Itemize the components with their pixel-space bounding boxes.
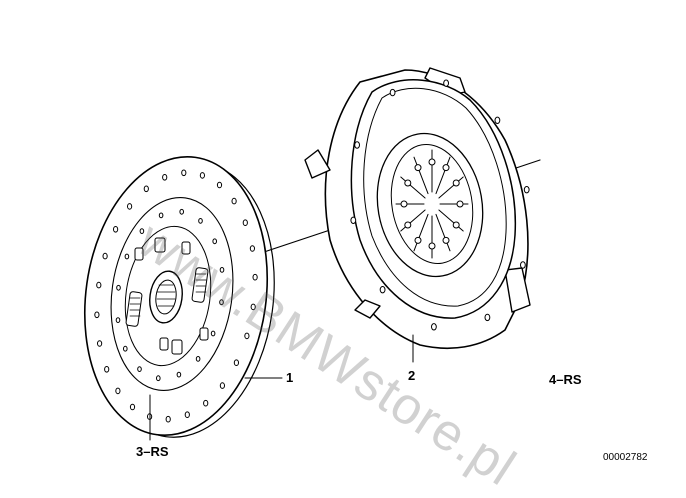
plate-hole <box>354 141 361 149</box>
pressure-plate <box>304 67 531 350</box>
disc-inner-rivet <box>219 299 224 306</box>
disc-inner-rivet <box>156 375 161 382</box>
disc-rivet <box>184 411 190 419</box>
finger-hole <box>414 236 422 244</box>
figure-code: 00002782 <box>603 452 648 463</box>
disc-rivet <box>115 387 121 395</box>
disc-inner-rivet <box>115 317 121 324</box>
finger-hole <box>442 164 450 172</box>
disc-rivet <box>96 281 102 289</box>
disc-inner-rivet <box>124 253 130 260</box>
plate-hole <box>523 186 530 194</box>
disc-rivet <box>203 399 209 407</box>
disc-inner-rivet <box>179 208 184 215</box>
plate-hole <box>350 216 357 225</box>
leader-lines <box>149 334 414 441</box>
clutch-drawing <box>83 67 541 441</box>
plate-hole <box>389 88 396 97</box>
finger-hole <box>428 158 436 166</box>
disc-rivet <box>216 181 223 189</box>
disc-rivet <box>252 273 258 281</box>
disc-rivet <box>129 403 136 411</box>
disc-inner-rivet <box>123 345 128 352</box>
plate-hole <box>379 286 386 294</box>
disc-rivet <box>249 245 255 252</box>
disc-inner-rivet <box>137 366 142 373</box>
plate-hole <box>494 116 501 125</box>
disc-rivet <box>242 219 248 226</box>
disc-rivet <box>233 359 239 367</box>
disc-inner-rivet <box>219 267 225 273</box>
callout-2: 2 <box>408 368 416 383</box>
finger-hole <box>452 221 460 229</box>
disc-inner-rivet <box>116 284 121 291</box>
finger-hole <box>404 221 412 229</box>
disc-rivet <box>250 303 256 311</box>
finger-hole <box>452 179 460 187</box>
callout-1: 1 <box>286 370 294 385</box>
callout-4-rs: 4–RS <box>549 372 582 387</box>
plate-hole <box>431 323 437 331</box>
disc-rivet <box>231 197 237 205</box>
diaphragm-finger <box>435 156 451 195</box>
disc-inner-rivet <box>212 238 217 245</box>
disc-rivets <box>94 169 258 423</box>
plate-hole <box>520 261 526 269</box>
disc-inner-rivet <box>198 218 203 224</box>
callout-3-rs: 3–RS <box>136 444 169 459</box>
disc-rivet <box>162 174 168 181</box>
diaphragm-finger <box>435 213 451 252</box>
finger-hole <box>456 200 464 208</box>
clutch-disc <box>83 155 275 438</box>
disc-inner-rivet <box>176 371 182 378</box>
disc-rivet <box>165 415 171 423</box>
disc-rivet <box>94 311 100 319</box>
finger-hole <box>414 164 422 172</box>
finger-hole <box>404 179 412 187</box>
finger-hole <box>442 236 450 244</box>
disc-inner-rivet <box>158 212 164 219</box>
disc-inner-rivets <box>115 208 225 382</box>
diaphragm-finger <box>400 176 426 199</box>
diaphragm-finger <box>413 156 429 195</box>
disc-rivet <box>97 340 103 347</box>
plate-holes <box>350 79 530 331</box>
plate-hole <box>484 313 491 322</box>
disc-inner-rivet <box>195 356 201 362</box>
disc-inner-rivet <box>210 330 216 337</box>
diaphragm-finger <box>400 209 426 232</box>
disc-rivet <box>219 382 225 389</box>
diaphragm-finger <box>438 176 464 199</box>
plate-hole <box>443 79 450 87</box>
diaphragm-fingers <box>395 149 469 259</box>
disc-rivet <box>102 252 108 260</box>
diaphragm-finger <box>438 209 464 232</box>
disc-rivet <box>181 169 187 177</box>
disc-rivet <box>244 332 250 340</box>
disc-rivet <box>143 185 149 193</box>
parts-diagram: www.BMWstore.pl 1 2 3–RS 4–RS 00002782 <box>83 67 648 497</box>
finger-hole <box>400 200 408 208</box>
disc-inner-rivet <box>139 228 145 235</box>
finger-hole <box>428 242 436 250</box>
disc-rivet <box>199 172 205 179</box>
disc-rivet <box>113 226 119 233</box>
disc-rivet <box>104 366 110 373</box>
disc-rivet <box>127 203 133 210</box>
diaphragm-finger <box>413 213 429 252</box>
